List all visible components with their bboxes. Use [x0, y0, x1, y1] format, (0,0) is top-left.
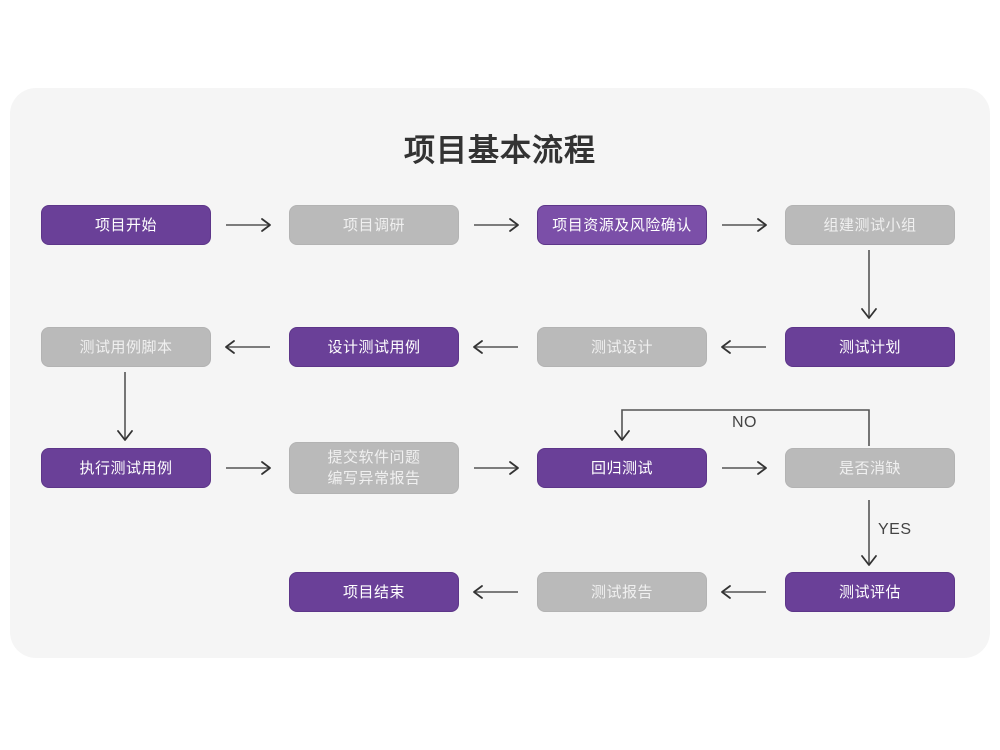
node-defect-resolved-decision[interactable]: 是否消缺 — [785, 448, 955, 488]
node-design-test-cases[interactable]: 设计测试用例 — [289, 327, 459, 367]
node-test-design[interactable]: 测试设计 — [537, 327, 707, 367]
node-test-evaluation[interactable]: 测试评估 — [785, 572, 955, 612]
node-label: 测试评估 — [838, 583, 901, 601]
node-label: 回归测试 — [590, 459, 653, 477]
node-label: 项目结束 — [342, 583, 405, 601]
branch-label-no: NO — [732, 414, 757, 431]
node-label: 项目调研 — [342, 216, 405, 234]
node-execute-test-cases[interactable]: 执行测试用例 — [41, 448, 211, 488]
page-title: 项目基本流程 — [404, 133, 596, 168]
flowchart-panel — [10, 88, 990, 658]
node-label: 测试报告 — [590, 583, 653, 601]
node-test-case-scripts[interactable]: 测试用例脚本 — [41, 327, 211, 367]
node-regression-test[interactable]: 回归测试 — [537, 448, 707, 488]
node-label: 执行测试用例 — [79, 459, 173, 477]
node-project-end[interactable]: 项目结束 — [289, 572, 459, 612]
node-label: 组建测试小组 — [823, 216, 917, 234]
node-test-report[interactable]: 测试报告 — [537, 572, 707, 612]
node-test-plan[interactable]: 测试计划 — [785, 327, 955, 367]
node-resource-risk-confirm[interactable]: 项目资源及风险确认 — [537, 205, 707, 245]
node-label: 测试设计 — [590, 338, 653, 356]
node-label: 项目开始 — [94, 216, 157, 234]
node-project-start[interactable]: 项目开始 — [41, 205, 211, 245]
node-label: 提交软件问题 编写异常报告 — [327, 449, 421, 487]
node-project-research[interactable]: 项目调研 — [289, 205, 459, 245]
node-label: 测试用例脚本 — [79, 338, 173, 356]
branch-label-yes: YES — [878, 521, 912, 538]
node-form-test-team[interactable]: 组建测试小组 — [785, 205, 955, 245]
node-label: 项目资源及风险确认 — [552, 216, 692, 234]
node-label: 设计测试用例 — [327, 338, 421, 356]
node-label: 测试计划 — [838, 338, 901, 356]
node-submit-issue-report[interactable]: 提交软件问题 编写异常报告 — [289, 442, 459, 494]
node-label: 是否消缺 — [838, 459, 901, 477]
